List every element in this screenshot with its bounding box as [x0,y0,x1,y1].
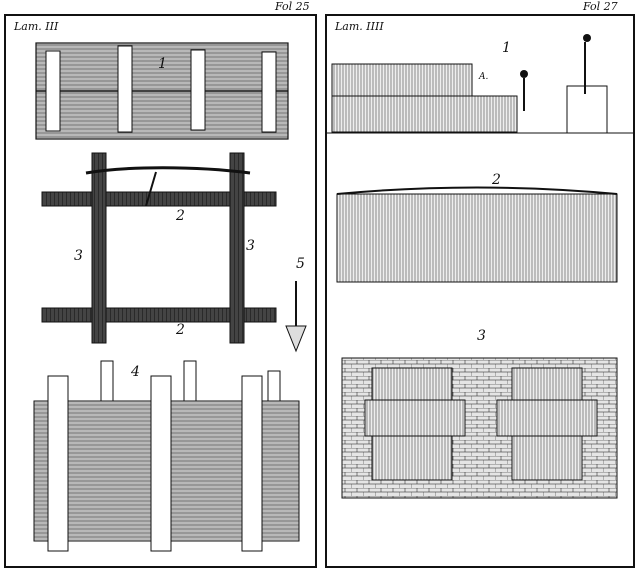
figure-label-3-right: 3 [246,238,255,254]
figure-1-wall-construction [327,34,635,134]
figure-label-A: A. [479,72,489,82]
plate-title-left: Lam. III [14,20,59,33]
figure-3-brick-wall [341,357,618,499]
plate-right-engraving [327,34,635,499]
figure-1-plank-board [35,42,289,140]
figure-4-formwork [33,360,300,552]
figure-label-5: 5 [296,256,305,272]
figure-label-3-left: 3 [74,248,83,264]
figure-label-2-lower: 2 [176,322,185,338]
figure-label-3: 3 [477,328,486,344]
figure-2-rammed-earth-layers [336,186,618,283]
plate-left-engraving [33,42,307,552]
plate-right: Lam. IIII [325,14,635,568]
folio-number-right: Fol 27 [583,0,618,13]
figure-label-2: 2 [492,172,501,188]
figure-label-4: 4 [131,364,140,380]
figure-label-1: 1 [502,40,511,56]
plate-left: Lam. III [4,14,317,568]
figure-label-2-upper: 2 [176,208,185,224]
figure-label-1: 1 [158,56,167,72]
figure-5-trowel [285,281,307,353]
figure-2-3-frame [41,152,277,344]
folio-number-left: Fol 25 [275,0,310,13]
plate-title-right: Lam. IIII [335,20,384,33]
